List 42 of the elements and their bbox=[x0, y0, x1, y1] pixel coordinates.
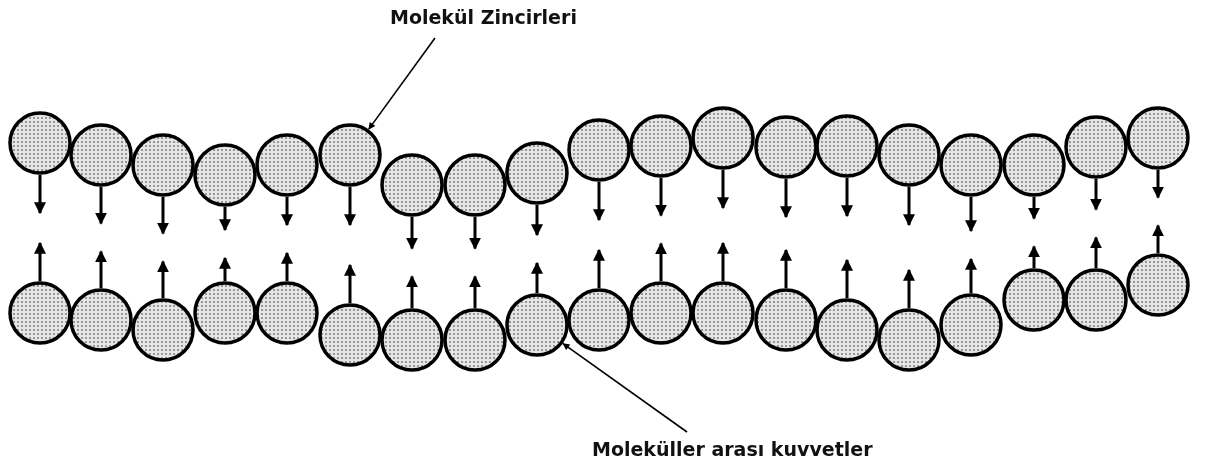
molecule-circle bbox=[69, 123, 133, 187]
molecule-circle bbox=[8, 111, 72, 175]
molecule-circle bbox=[505, 293, 569, 357]
molecule-circle bbox=[443, 308, 507, 372]
molecule-circle bbox=[877, 308, 941, 372]
molecule-circle bbox=[939, 133, 1003, 197]
molecule-circle bbox=[877, 123, 941, 187]
molecule-circle bbox=[691, 281, 755, 345]
leader-line bbox=[562, 342, 688, 433]
molecule-circle bbox=[193, 281, 257, 345]
molecule-circle bbox=[318, 123, 382, 187]
molecule-circle bbox=[255, 133, 319, 197]
molecule-circle bbox=[131, 298, 195, 362]
molecule-circle bbox=[505, 141, 569, 205]
molecule-circle bbox=[691, 106, 755, 170]
molecule-circle bbox=[815, 114, 879, 178]
molecule-circle bbox=[69, 288, 133, 352]
molecule-circle bbox=[567, 118, 631, 182]
molecule-circle bbox=[567, 288, 631, 352]
molecule-circle bbox=[255, 281, 319, 345]
callout-label: Moleküller arası kuvvetler bbox=[592, 438, 873, 460]
callout-label: Molekül Zincirleri bbox=[390, 6, 577, 28]
molecule-circle bbox=[1002, 268, 1066, 332]
molecule-circle bbox=[815, 298, 879, 362]
molecule-circle bbox=[380, 308, 444, 372]
molecule-circle bbox=[380, 153, 444, 217]
molecule-circle bbox=[939, 293, 1003, 357]
molecule-circle bbox=[318, 303, 382, 367]
molecule-circle bbox=[1002, 133, 1066, 197]
molecule-circle bbox=[754, 115, 818, 179]
molecule-circle bbox=[443, 153, 507, 217]
molecule-circle bbox=[629, 114, 693, 178]
leader-line bbox=[368, 37, 436, 130]
molecule-circle bbox=[1064, 115, 1128, 179]
molecule-circle bbox=[1126, 106, 1190, 170]
molecule-circle bbox=[193, 143, 257, 207]
molecule-circle bbox=[629, 281, 693, 345]
molecule-circle bbox=[131, 133, 195, 197]
molecule-circle bbox=[8, 281, 72, 345]
molecule-circle bbox=[754, 288, 818, 352]
molecule-circle bbox=[1064, 268, 1128, 332]
molecule-circle bbox=[1126, 253, 1190, 317]
